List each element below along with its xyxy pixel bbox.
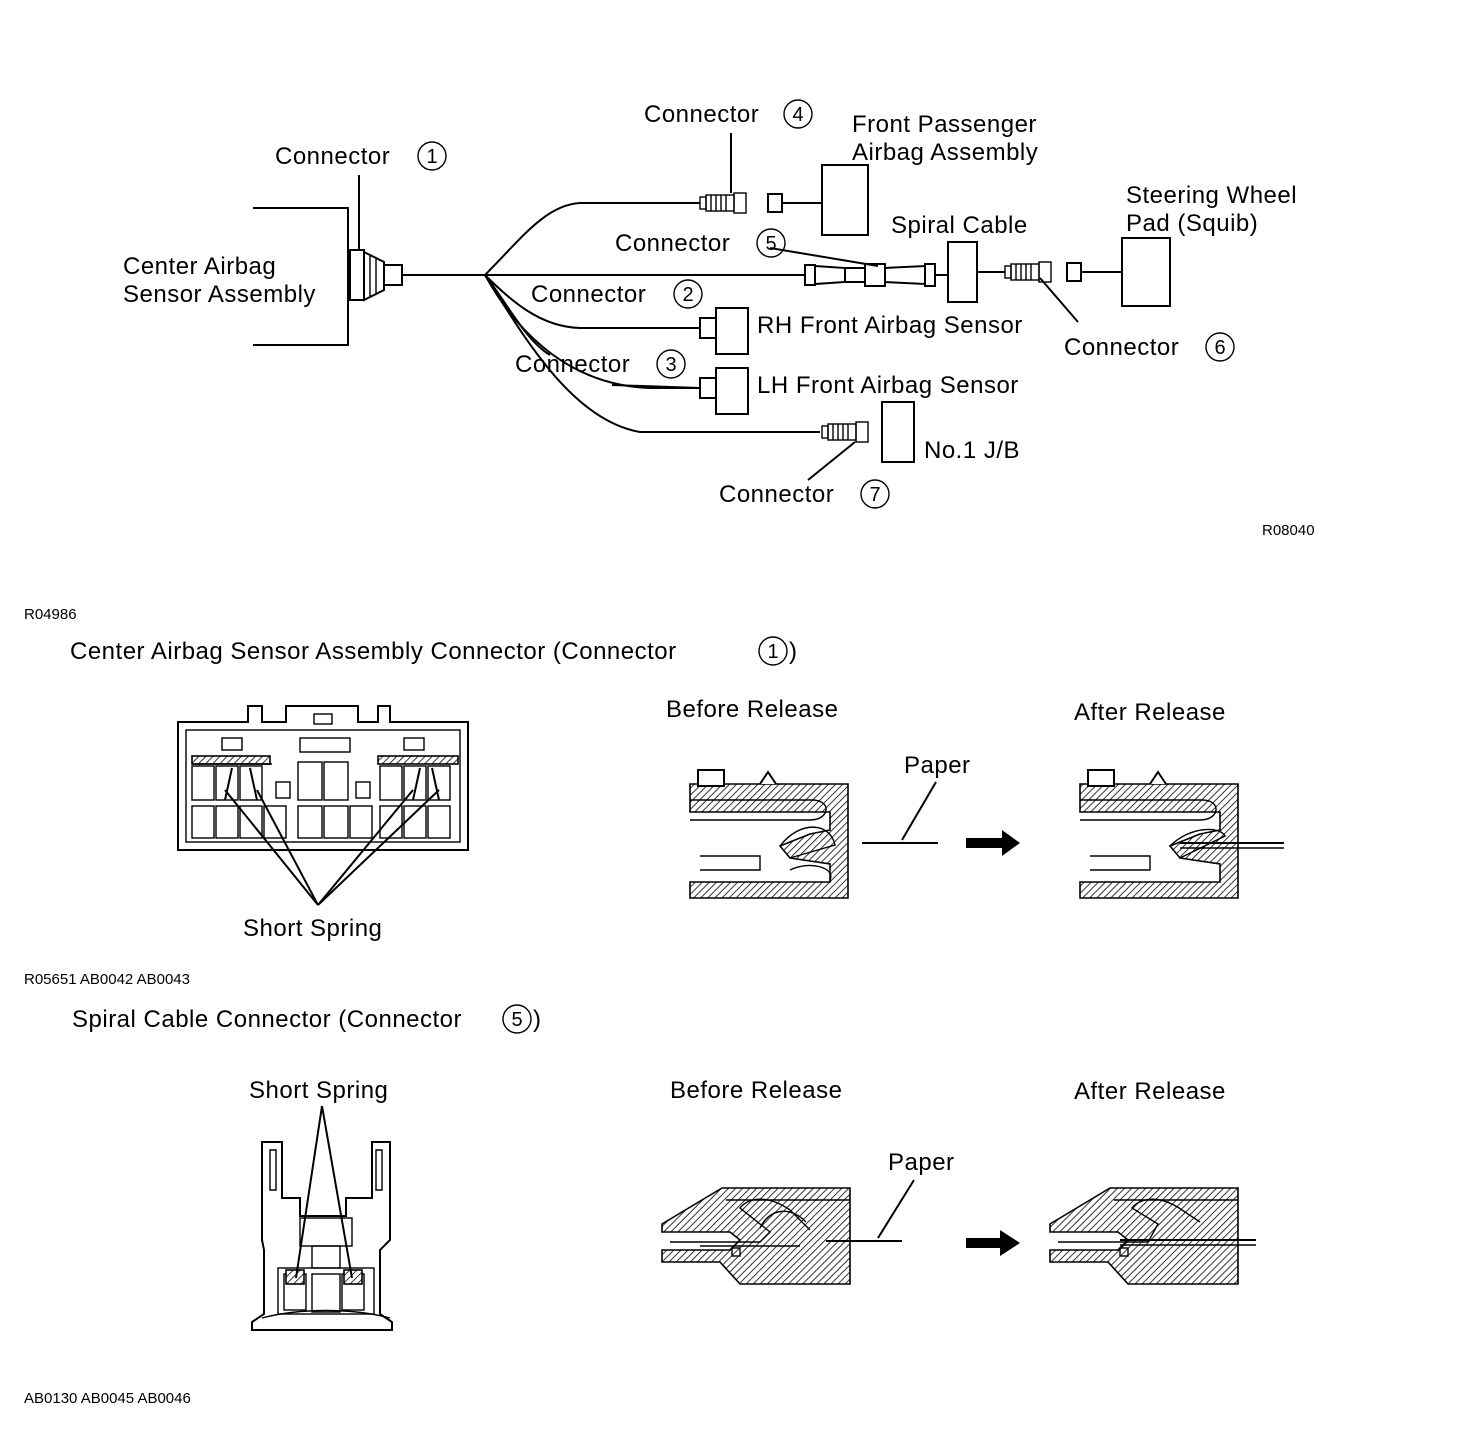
connector-3-number: 3	[665, 354, 676, 376]
connector-6-shape	[1004, 261, 1052, 283]
section2-before-label: Before Release	[670, 1077, 842, 1104]
wiring-harness-diagram: Center Airbag Sensor Assembly Connector …	[123, 99, 1315, 539]
section1-before-label: Before Release	[666, 696, 838, 723]
rh-front-sensor-box	[715, 307, 749, 355]
figure-code-top: R08040	[1262, 522, 1315, 539]
spiral-cable-label: Spiral Cable	[891, 212, 1028, 239]
section1-title-suffix: )	[789, 638, 798, 665]
section1-code-above: R04986	[24, 606, 77, 623]
connector-3-label: Connector	[515, 351, 630, 378]
connector-7-number: 7	[869, 484, 880, 506]
connector-3-shape	[699, 377, 717, 399]
section1-paper-leader	[901, 781, 937, 841]
section2-title-suffix: )	[533, 1006, 542, 1033]
section1-short-spring-label: Short Spring	[243, 915, 382, 942]
front-passenger-label-2: Airbag Assembly	[852, 139, 1038, 166]
wire-to-passenger	[484, 202, 700, 276]
section2-paper-label: Paper	[888, 1149, 955, 1176]
section1-title: Center Airbag Sensor Assembly Connector …	[70, 636, 798, 666]
section1-after-cross-section	[1079, 769, 1284, 899]
steering-wheel-pad-box	[1121, 237, 1171, 307]
lh-front-sensor-box	[715, 367, 749, 415]
center-sensor-label-2: Sensor Assembly	[123, 281, 316, 308]
section2-code-below: AB0130 AB0045 AB0046	[24, 1390, 191, 1407]
connector-2-label: Connector	[531, 281, 646, 308]
steering-wheel-label-2: Pad (Squib)	[1126, 210, 1258, 237]
connector-5-shape	[804, 263, 936, 287]
front-passenger-label-1: Front Passenger	[852, 111, 1037, 138]
connector-5-face-view	[251, 1141, 393, 1331]
spiral-cable-box	[947, 241, 978, 303]
connector-4-number: 4	[792, 104, 803, 126]
section1-arrow	[966, 830, 1020, 856]
section2-after-cross-section	[1049, 1187, 1256, 1285]
wire-to-jb	[484, 274, 820, 433]
section2-title-text: Spiral Cable Connector (Connector	[72, 1006, 462, 1033]
connector-1-shape	[349, 249, 403, 302]
rh-sensor-label: RH Front Airbag Sensor	[757, 312, 1023, 339]
connector-7-leader	[807, 441, 856, 481]
connector-6-number: 6	[1214, 337, 1225, 359]
steering-wheel-label-1: Steering Wheel	[1126, 182, 1297, 209]
lh-sensor-label: LH Front Airbag Sensor	[757, 372, 1019, 399]
front-passenger-airbag-box	[821, 164, 869, 236]
section2-after-label: After Release	[1074, 1078, 1226, 1105]
section2-title: Spiral Cable Connector (Connector 5 )	[72, 1004, 542, 1034]
connector-5-leader	[769, 247, 879, 267]
connector-6-label: Connector	[1064, 334, 1179, 361]
section1-code-below: R05651 AB0042 AB0043	[24, 971, 190, 988]
jb-box	[881, 401, 915, 463]
section2-arrow	[966, 1230, 1020, 1256]
connector-4-mate	[767, 193, 783, 213]
connector-5-number: 5	[765, 233, 776, 255]
section1-title-text: Center Airbag Sensor Assembly Connector …	[70, 638, 677, 665]
center-sensor-label-1: Center Airbag	[123, 253, 276, 280]
connector-6-leader	[1039, 277, 1079, 323]
jb-label: No.1 J/B	[924, 437, 1020, 464]
wire-to-rh-sensor	[484, 274, 700, 329]
section1-paper-label: Paper	[904, 752, 971, 779]
section1-title-number: 1	[767, 641, 778, 663]
short-spring-leaders-2	[295, 1105, 353, 1279]
section1-after-label: After Release	[1074, 699, 1226, 726]
connector-7-label: Connector	[719, 481, 834, 508]
connector-1-number: 1	[426, 146, 437, 168]
connector-1-face-view	[177, 705, 469, 851]
connector-4-label: Connector	[644, 101, 759, 128]
center-sensor-outline	[253, 207, 349, 346]
connector-2-shape	[699, 317, 717, 339]
section2-short-spring-label: Short Spring	[249, 1077, 388, 1104]
section2-paper-leader	[877, 1179, 915, 1239]
connector-7-shape	[821, 421, 869, 443]
connector-2-number: 2	[682, 284, 693, 306]
connector-5-label: Connector	[615, 230, 730, 257]
section2-title-number: 5	[511, 1009, 522, 1031]
connector-1-label: Connector	[275, 143, 390, 170]
connector-4-shape	[699, 192, 747, 214]
section2-before-cross-section	[661, 1187, 851, 1285]
short-spring-leaders-1	[224, 789, 440, 906]
section1-before-cross-section	[689, 769, 849, 899]
